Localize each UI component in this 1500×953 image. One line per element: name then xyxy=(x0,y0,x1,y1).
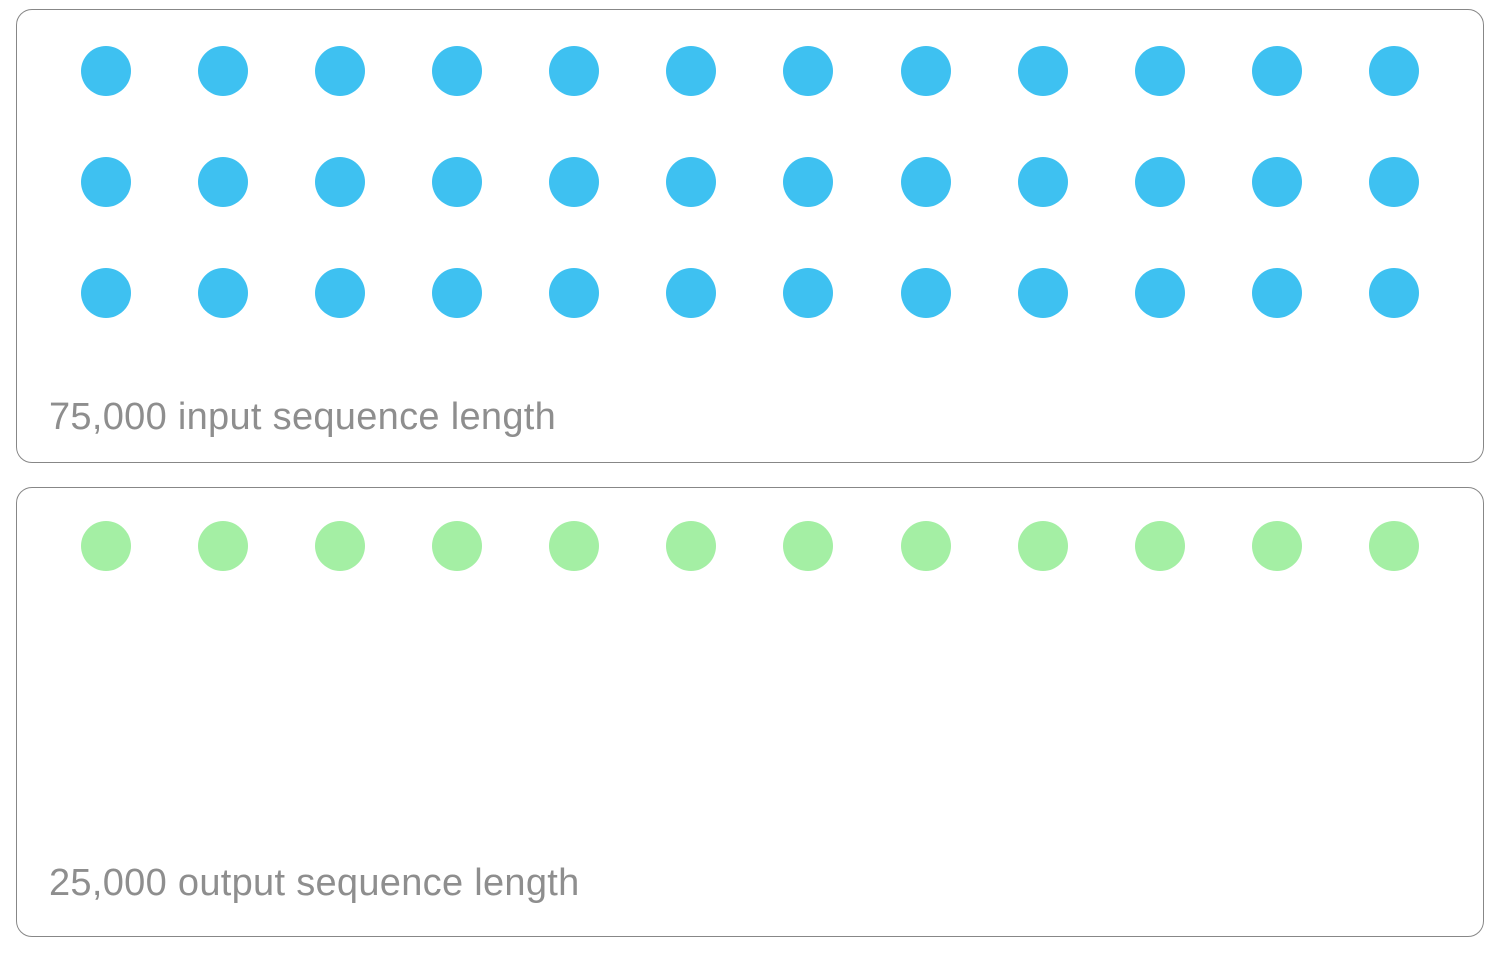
input-sequence-label: 75,000 input sequence length xyxy=(49,396,557,439)
input-token-dot xyxy=(1017,268,1068,318)
output-sequence-panel: 25,000 output sequence length xyxy=(16,487,1484,937)
output-token-dot xyxy=(783,521,834,571)
output-token-dot xyxy=(315,521,366,571)
output-token-dot xyxy=(1134,521,1185,571)
input-token-dot xyxy=(432,157,483,207)
input-token-dot xyxy=(198,157,249,207)
input-token-dot xyxy=(1017,157,1068,207)
input-token-dot xyxy=(81,46,131,96)
input-token-dot xyxy=(315,268,366,318)
input-token-dot xyxy=(432,46,483,96)
input-token-dot xyxy=(198,268,249,318)
output-token-dot xyxy=(900,521,951,571)
output-token-dot xyxy=(432,521,483,571)
output-token-dot-grid xyxy=(17,488,1483,571)
output-token-dot xyxy=(1017,521,1068,571)
output-token-dot xyxy=(81,521,131,571)
input-token-dot xyxy=(783,46,834,96)
output-token-dot xyxy=(666,521,717,571)
input-token-dot xyxy=(783,268,834,318)
input-token-dot xyxy=(1134,268,1185,318)
input-token-dot xyxy=(900,268,951,318)
output-token-dot xyxy=(1368,521,1419,571)
output-token-dot xyxy=(549,521,600,571)
output-sequence-label: 25,000 output sequence length xyxy=(49,862,580,905)
input-token-dot xyxy=(666,46,717,96)
input-token-dot xyxy=(783,157,834,207)
input-token-dot-row xyxy=(81,157,1419,207)
input-token-dot xyxy=(1368,268,1419,318)
input-sequence-panel: 75,000 input sequence length xyxy=(16,9,1484,463)
input-token-dot xyxy=(1251,268,1302,318)
output-token-dot xyxy=(1251,521,1302,571)
input-token-dot xyxy=(1134,46,1185,96)
input-token-dot xyxy=(1368,157,1419,207)
input-token-dot xyxy=(432,268,483,318)
output-token-dot xyxy=(198,521,249,571)
input-token-dot xyxy=(1368,46,1419,96)
input-token-dot xyxy=(900,46,951,96)
input-token-dot xyxy=(666,157,717,207)
input-token-dot xyxy=(1017,46,1068,96)
input-token-dot xyxy=(666,268,717,318)
input-token-dot xyxy=(1251,157,1302,207)
input-token-dot xyxy=(315,157,366,207)
input-token-dot-grid xyxy=(17,10,1483,318)
input-token-dot-row xyxy=(81,46,1419,96)
input-token-dot xyxy=(549,268,600,318)
input-token-dot xyxy=(198,46,249,96)
input-token-dot xyxy=(1134,157,1185,207)
input-token-dot xyxy=(81,157,131,207)
input-token-dot-row xyxy=(81,268,1419,318)
input-token-dot xyxy=(315,46,366,96)
input-token-dot xyxy=(549,157,600,207)
input-token-dot xyxy=(900,157,951,207)
input-token-dot xyxy=(1251,46,1302,96)
input-token-dot xyxy=(549,46,600,96)
input-token-dot xyxy=(81,268,131,318)
output-token-dot-row xyxy=(81,521,1419,571)
